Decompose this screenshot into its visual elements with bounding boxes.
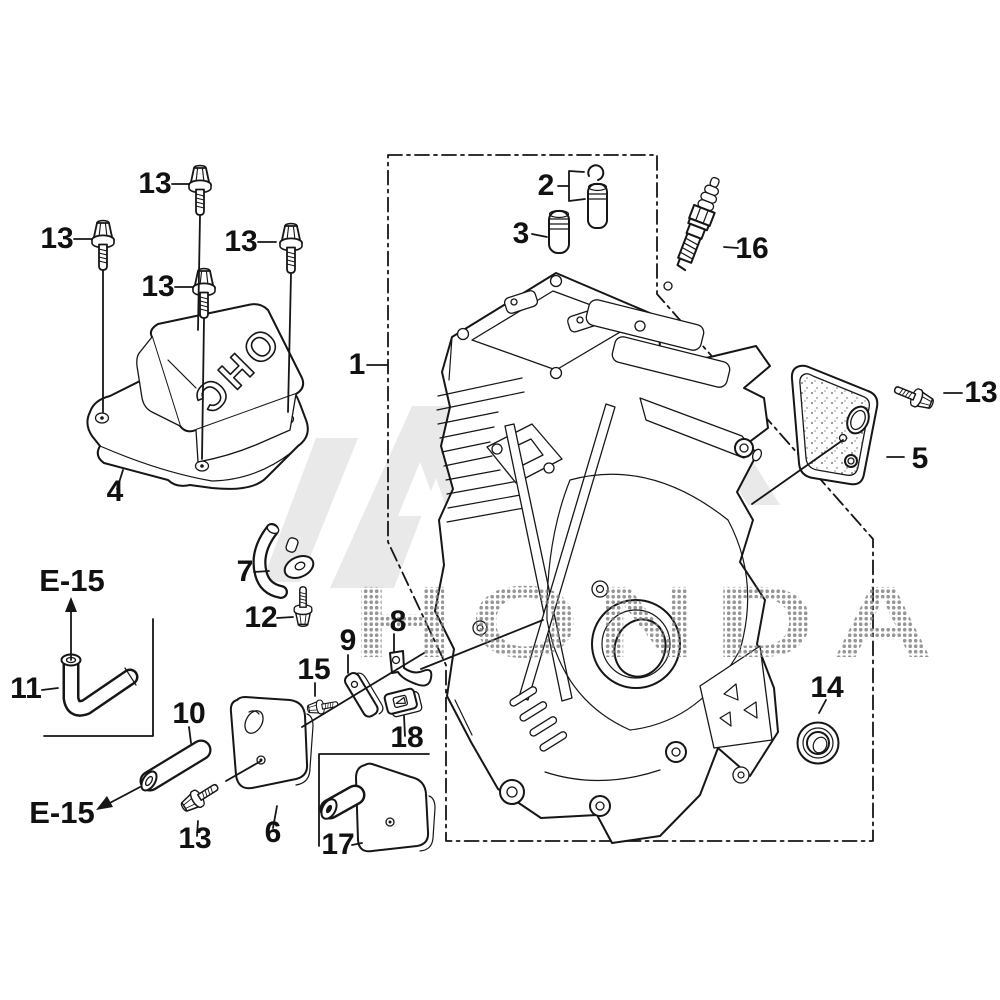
e15-arrow-down-left [96, 786, 141, 810]
valve-cover-part4: OHC [86, 303, 309, 490]
leader-lines [41, 170, 963, 847]
square-nut-part18 [383, 687, 423, 718]
oil-seal-part14 [796, 721, 840, 765]
callout-9: 9 [340, 624, 357, 657]
breather-hose-part11 [60, 653, 139, 717]
callout-e15-top: E-15 [39, 563, 104, 598]
callout-18: 18 [390, 721, 423, 754]
flange-bolt-part13-c [279, 222, 303, 274]
stopper-bracket-part8 [389, 650, 433, 687]
callout-13-top: 13 [138, 167, 171, 200]
gasket-part5 [790, 364, 879, 486]
strip-plate-part9 [344, 672, 384, 718]
flange-bolt-part13-f [177, 778, 223, 817]
clip-part2 [587, 164, 605, 181]
callout-1: 1 [349, 348, 366, 381]
callout-6: 6 [265, 816, 282, 849]
spark-plug-part16 [676, 176, 720, 272]
callout-8: 8 [390, 605, 407, 638]
crank-bore [591, 599, 681, 689]
callout-10: 10 [172, 697, 205, 730]
callout-15: 15 [297, 653, 330, 686]
breather-tube-part7 [252, 523, 315, 599]
stud-bolt-part12 [293, 586, 313, 628]
callout-11: 11 [10, 672, 42, 705]
callout-4: 4 [107, 475, 124, 508]
callout-7: 7 [237, 555, 254, 588]
callout-e15-bottom: E-15 [29, 795, 94, 830]
pin-part10 [139, 739, 212, 792]
callout-2: 2 [538, 169, 555, 202]
flange-bolt-part13-b [91, 219, 115, 271]
callout-13-upper-right: 13 [224, 225, 257, 258]
valve-guide-part3 [548, 209, 570, 254]
callout-3: 3 [513, 217, 530, 250]
cooling-fins [436, 377, 527, 523]
cover-plate-part6 [229, 696, 314, 790]
callout-12: 12 [244, 601, 277, 634]
valve-guide-part2 [587, 182, 608, 229]
callout-16: 16 [735, 232, 768, 265]
watermark-text: HONDA [352, 565, 950, 679]
callout-13-right: 13 [964, 376, 997, 409]
callout-13-bottom: 13 [178, 822, 211, 855]
callout-17: 17 [321, 828, 354, 861]
callout-13-left: 13 [40, 222, 73, 255]
flange-bolt-part13-e [890, 379, 937, 414]
e15-arrow-up [65, 597, 77, 661]
part1-dashed-boundary [387, 154, 874, 842]
breather-cover-part17 [319, 762, 436, 853]
flange-bolt-part13-a [188, 164, 212, 216]
callout-14: 14 [810, 671, 844, 704]
callout-5: 5 [912, 442, 929, 475]
cylinder-barrel-part1 [434, 272, 779, 844]
callout-13-mid: 13 [141, 270, 174, 303]
vent-slots [509, 686, 568, 752]
flange-bolt-part13-d [192, 267, 216, 319]
